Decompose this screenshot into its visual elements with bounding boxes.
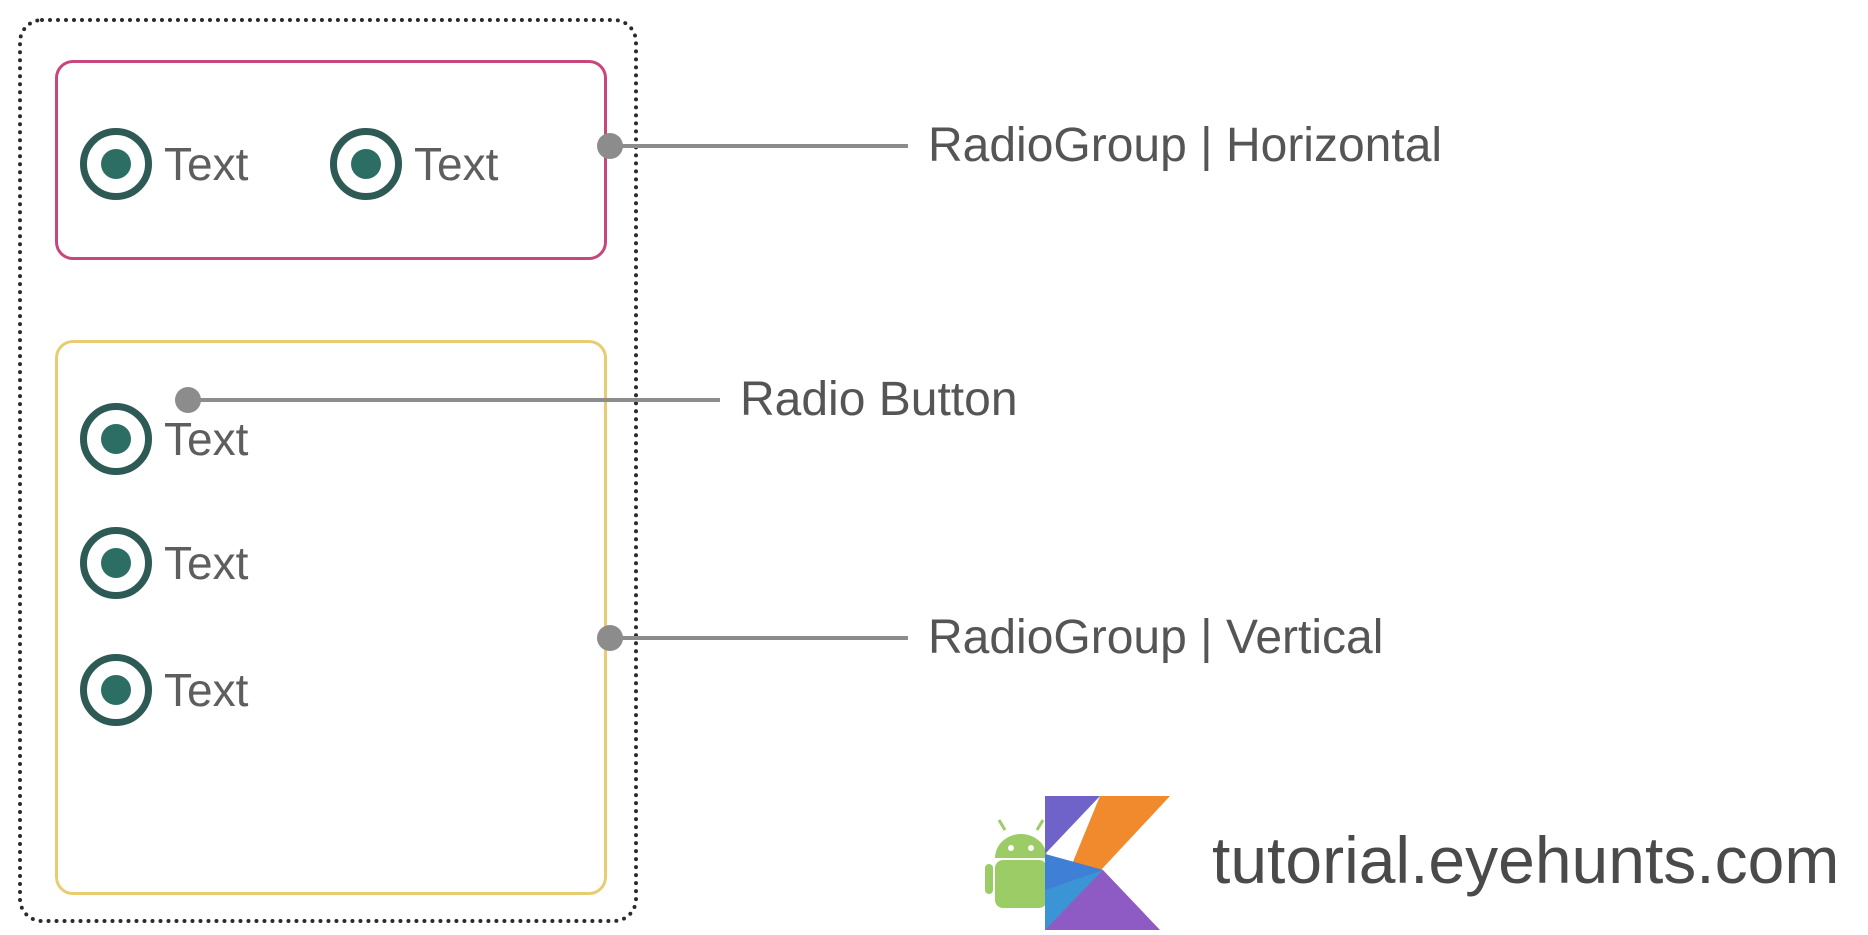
radio-selected-icon [80, 128, 152, 200]
radio-label: Text [414, 138, 499, 190]
radio-label: Text [164, 664, 249, 716]
connector-line-horizontal [610, 144, 908, 148]
layout-container [18, 18, 638, 923]
radio-button-vertical-2[interactable]: Text [80, 527, 248, 599]
radio-button-horizontal-1[interactable]: Text [80, 128, 248, 200]
radio-button-horizontal-2[interactable]: Text [330, 128, 498, 200]
radio-button-vertical-3[interactable]: Text [80, 654, 248, 726]
radio-selected-icon [80, 527, 152, 599]
radio-selected-icon [330, 128, 402, 200]
radio-label: Text [164, 537, 249, 589]
kotlin-android-logo-icon [985, 796, 1170, 930]
label-radiogroup-vertical: RadioGroup | Vertical [928, 611, 1384, 664]
radio-label: Text [164, 413, 249, 465]
radio-selected-icon [80, 654, 152, 726]
radio-button-vertical-1[interactable]: Text [80, 403, 248, 475]
connector-line-vertical [610, 636, 908, 640]
label-radio-button: Radio Button [740, 373, 1018, 426]
radio-selected-icon [80, 403, 152, 475]
radio-label: Text [164, 138, 249, 190]
watermark-text: tutorial.eyehunts.com [1212, 823, 1840, 897]
connector-line-radio-button [188, 398, 720, 402]
label-radiogroup-horizontal: RadioGroup | Horizontal [928, 119, 1443, 172]
kotlin-icon [1045, 796, 1170, 930]
